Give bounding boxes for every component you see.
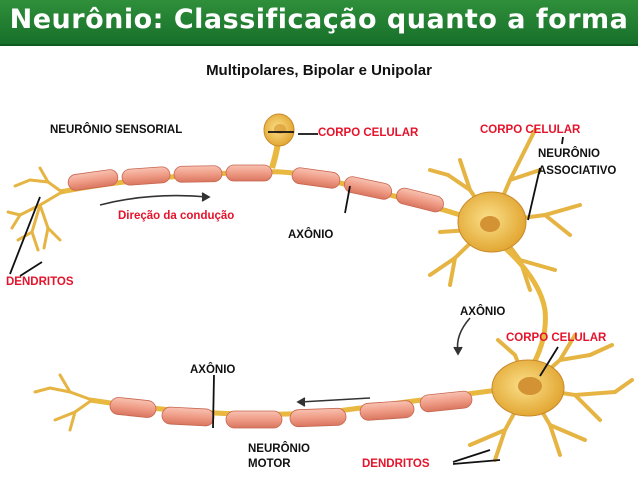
- associative-neuron: [428, 128, 582, 372]
- motor-axon-terminals: [33, 373, 94, 432]
- conduction-arrow-top: [99, 194, 209, 206]
- pointer-lines: [9, 131, 564, 465]
- conduction-arrow-right: [456, 317, 471, 353]
- label-corpo-celular-associativo: CORPO CELULAR: [480, 124, 581, 136]
- label-neuronio-sensorial: NEURÔNIO SENSORIAL: [50, 124, 183, 136]
- associative-axon: [503, 246, 548, 372]
- label-neuronio-motor-2: MOTOR: [248, 458, 291, 470]
- motor-neuron: [33, 333, 634, 462]
- label-dendritos-motor: DENDRITOS: [362, 458, 430, 470]
- sensory-myelin: [67, 164, 444, 213]
- label-neuronio-motor-1: NEURÔNIO: [248, 443, 310, 455]
- label-axonio-motor: AXÔNIO: [190, 364, 236, 376]
- label-neuronio-associativo-1: NEURÔNIO: [538, 148, 600, 160]
- label-direcao-conducao: Direção da condução: [118, 210, 235, 222]
- sensory-neuron: [6, 113, 471, 252]
- page-subtitle: Multipolares, Bipolar e Unipolar: [206, 62, 432, 79]
- label-corpo-celular-sensorial: CORPO CELULAR: [318, 127, 419, 139]
- label-dendritos-sensorial: DENDRITOS: [6, 276, 74, 288]
- conduction-arrow-bottom: [299, 397, 371, 403]
- label-neuronio-associativo-2: ASSOCIATIVO: [538, 165, 617, 177]
- label-axonio-associativo: AXÔNIO: [460, 306, 506, 318]
- title-bar: [0, 0, 638, 46]
- sensory-stalk: [269, 142, 281, 169]
- page-title: Neurônio: Classificação quanto a forma: [9, 4, 629, 35]
- label-corpo-celular-motor: CORPO CELULAR: [506, 332, 607, 344]
- conduction-arrows: [99, 192, 471, 407]
- motor-myelin: [109, 390, 473, 429]
- sensory-dendrites: [6, 166, 64, 252]
- label-axonio-sensorial: AXÔNIO: [288, 229, 334, 241]
